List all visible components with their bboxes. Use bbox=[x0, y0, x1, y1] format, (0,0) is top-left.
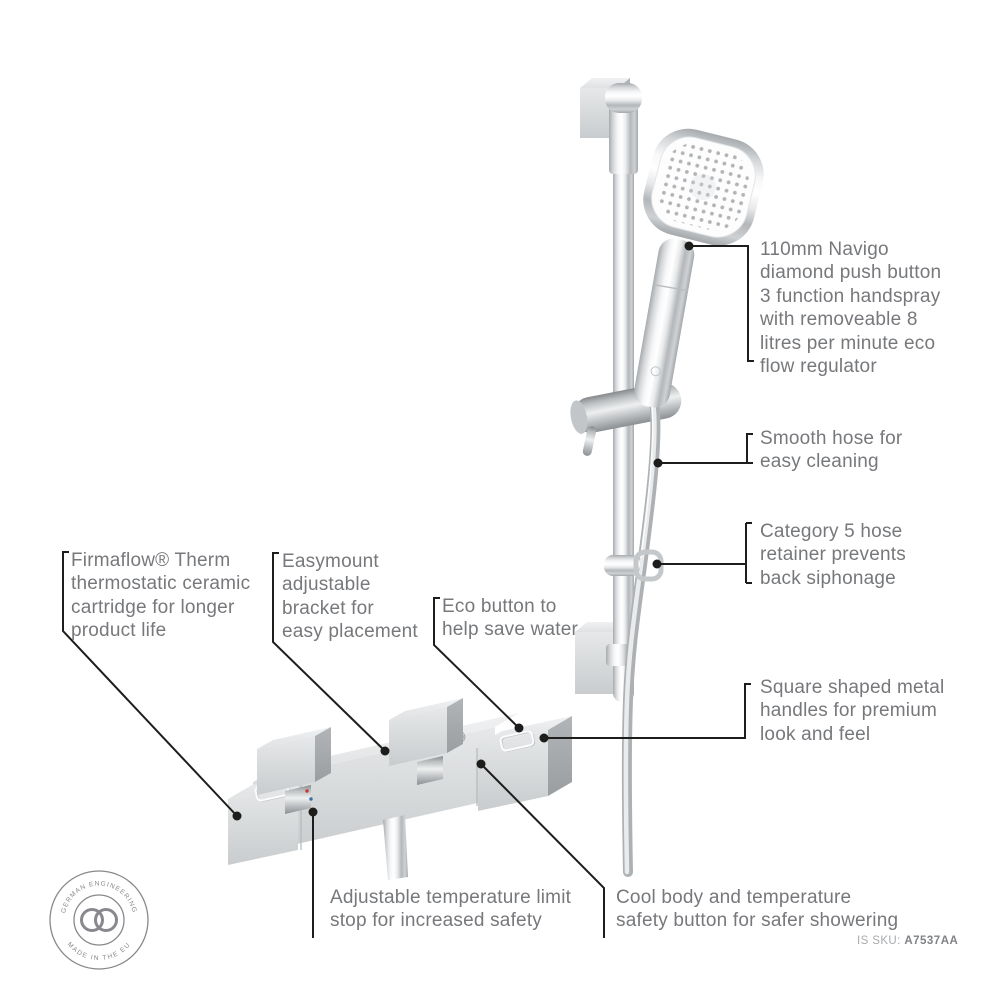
callout-text-line: help save water bbox=[442, 619, 579, 641]
callout-text-line: Cool body and temperature bbox=[616, 887, 852, 908]
callout-text-line: thermostatic ceramic bbox=[71, 573, 251, 595]
sku-text: IS SKU: A7537AA bbox=[857, 935, 958, 947]
callout-text-line: stop for increased safety bbox=[330, 910, 542, 932]
mixer-left-handle bbox=[257, 727, 331, 795]
ideal-standard-logo bbox=[454, 731, 466, 743]
callout-hose-text: Smooth hose for easy cleaning bbox=[760, 427, 902, 474]
mixer-right-endcap bbox=[478, 716, 572, 811]
badge-rings-icon bbox=[80, 908, 118, 932]
callout-text-line: Smooth hose for bbox=[760, 428, 903, 449]
callout-text-line: product life bbox=[71, 620, 167, 642]
handspray-head bbox=[643, 128, 764, 246]
callout-eco-text: Eco button to help save water bbox=[442, 595, 578, 642]
callout-dots bbox=[232, 241, 694, 821]
callout-handspray-text: 110mm Navigo diamond push button 3 funct… bbox=[760, 238, 941, 378]
callout-line-handspray bbox=[689, 245, 754, 362]
callout-line-bracket bbox=[272, 552, 386, 752]
mixer-outlet bbox=[383, 815, 408, 880]
callout-text-line: easy placement bbox=[282, 621, 418, 643]
callout-dot-handles bbox=[539, 733, 549, 743]
callout-text-line: easy cleaning bbox=[760, 451, 879, 473]
callout-text-line: cartridge for longer bbox=[71, 596, 235, 618]
callout-bracket-text: Easymount adjustable bracket for easy pl… bbox=[282, 550, 418, 644]
callout-text-line: Firmaflow® Therm bbox=[71, 550, 231, 571]
mixer-center-handle bbox=[389, 698, 463, 766]
hose-retainer bbox=[604, 549, 664, 582]
badge-top-text: GERMAN ENGINEERING bbox=[60, 880, 138, 914]
callout-line-retainer bbox=[657, 522, 752, 584]
callout-text-line: retainer prevents bbox=[760, 544, 906, 566]
callout-dot-eco bbox=[514, 723, 524, 733]
callout-text-line: safety button for safer showering bbox=[616, 910, 899, 932]
callout-text-line: 3 function handspray bbox=[760, 285, 941, 307]
callout-lines bbox=[62, 245, 754, 938]
badge-bottom-text: MADE IN THE EU bbox=[66, 941, 133, 962]
callout-line-hose bbox=[658, 433, 753, 464]
callout-retainer-text: Category 5 hose retainer prevents back s… bbox=[760, 520, 906, 590]
callout-cool-body-text: Cool body and temperature safety button … bbox=[616, 886, 898, 933]
hot-indicator-dot bbox=[305, 789, 309, 793]
slider-lever bbox=[582, 426, 597, 456]
callout-text-line: flow regulator bbox=[760, 356, 877, 378]
callout-temp-limit-text: Adjustable temperature limit stop for in… bbox=[330, 886, 571, 933]
made-in-eu-badge: GERMAN ENGINEERING MADE IN THE EU bbox=[49, 870, 149, 970]
callout-text-line: back siphonage bbox=[760, 567, 896, 589]
callout-text-line: litres per minute eco bbox=[760, 332, 936, 354]
shower-hose bbox=[621, 397, 661, 877]
callout-dot-hose bbox=[653, 458, 663, 468]
cold-indicator-dot bbox=[309, 797, 313, 801]
callout-text-line: diamond push button bbox=[760, 262, 942, 284]
callout-cartridge-text: Firmaflow® Therm thermostatic ceramic ca… bbox=[71, 549, 250, 643]
callout-dot-bracket bbox=[380, 746, 390, 756]
callout-text-line: adjustable bbox=[282, 574, 371, 596]
callout-dot-retainer bbox=[652, 559, 662, 569]
callout-text-line: look and feel bbox=[760, 723, 871, 745]
callout-dot-cartridge bbox=[232, 811, 242, 821]
callout-text-line: Adjustable temperature limit bbox=[330, 887, 572, 908]
callout-text-line: Category 5 hose bbox=[760, 521, 903, 542]
callout-text-line: with removeable 8 bbox=[760, 309, 918, 331]
callout-dot-handspray bbox=[684, 241, 694, 251]
callout-line-cool-body bbox=[480, 763, 605, 938]
callout-line-handles bbox=[544, 683, 751, 739]
callout-text-line: bracket for bbox=[282, 597, 374, 619]
callout-text-line: Easymount bbox=[282, 551, 379, 572]
callout-handles-text: Square shaped metal handles for premium … bbox=[760, 676, 944, 746]
handspray-handle bbox=[634, 238, 695, 408]
callout-text-line: 110mm Navigo bbox=[760, 239, 889, 260]
callout-line-eco bbox=[433, 597, 520, 729]
callout-dot-cool-body bbox=[476, 759, 486, 769]
sku-value: A7537AA bbox=[904, 935, 959, 947]
callout-text-line: Eco button to bbox=[442, 596, 557, 617]
sku-label: IS SKU: bbox=[857, 935, 901, 947]
callout-line-cartridge bbox=[62, 551, 238, 817]
callout-text-line: Square shaped metal bbox=[760, 677, 945, 698]
callout-dot-temp-limit bbox=[308, 807, 318, 817]
callout-text-line: handles for premium bbox=[760, 700, 937, 722]
